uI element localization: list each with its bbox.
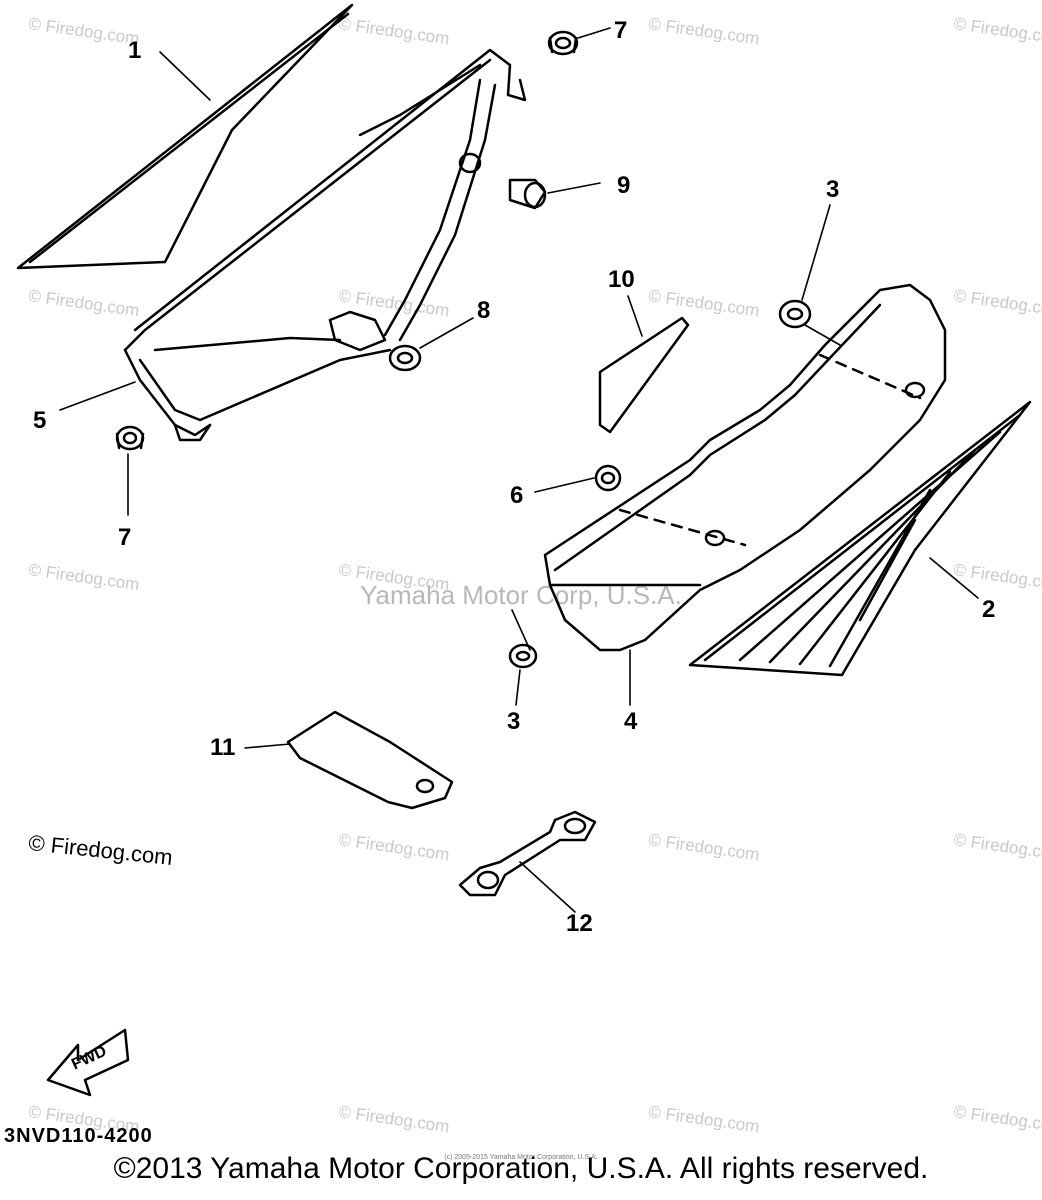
label-7: 7 bbox=[118, 524, 131, 551]
leader-lines bbox=[59, 27, 979, 913]
label-11: 11 bbox=[210, 734, 235, 761]
label-1: 4 bbox=[624, 708, 638, 735]
part-5-bracket bbox=[123, 48, 527, 442]
label-6: 1 bbox=[128, 37, 141, 64]
part-9-collar bbox=[458, 152, 547, 210]
label-4: 6 bbox=[510, 482, 523, 509]
part-3-grommet-lower bbox=[508, 643, 538, 669]
part-1-side-cover bbox=[543, 283, 947, 652]
label-10: 10 bbox=[608, 266, 635, 293]
part-labels: 1 7 9 8 5 7 10 3 6 2 3 4 11 12 FWD bbox=[33, 17, 995, 1073]
part-code: 3NVD110-4200 bbox=[4, 1125, 153, 1147]
part-8-grommet bbox=[388, 344, 422, 372]
label-9: 9 bbox=[617, 172, 630, 199]
copyright: ©2013 Yamaha Motor Corporation, U.S.A. A… bbox=[113, 1152, 929, 1185]
label-12: 12 bbox=[566, 910, 593, 937]
label-3: 3 bbox=[826, 176, 839, 203]
small-copyright: (c) 2005-2015 Yamaha Motor Corporation, … bbox=[444, 1154, 598, 1161]
part-4-grommet bbox=[594, 464, 622, 492]
part-2-decal bbox=[688, 400, 1032, 677]
label-2: 2 bbox=[982, 596, 995, 623]
part-7-grommet-bottom bbox=[115, 425, 145, 451]
part-10-label bbox=[598, 316, 690, 434]
label-5: 5 bbox=[33, 407, 46, 434]
part-6-side-panel bbox=[16, 3, 354, 270]
part-12-strap bbox=[458, 810, 597, 897]
part-3-grommet-upper bbox=[778, 299, 812, 329]
label-3: 3 bbox=[507, 708, 520, 735]
label-7: 7 bbox=[614, 17, 627, 44]
label-8: 8 bbox=[477, 297, 490, 324]
fwd-arrow-icon bbox=[46, 1028, 130, 1097]
part-7-grommet-top bbox=[547, 30, 579, 56]
part-11-cap bbox=[286, 710, 454, 810]
